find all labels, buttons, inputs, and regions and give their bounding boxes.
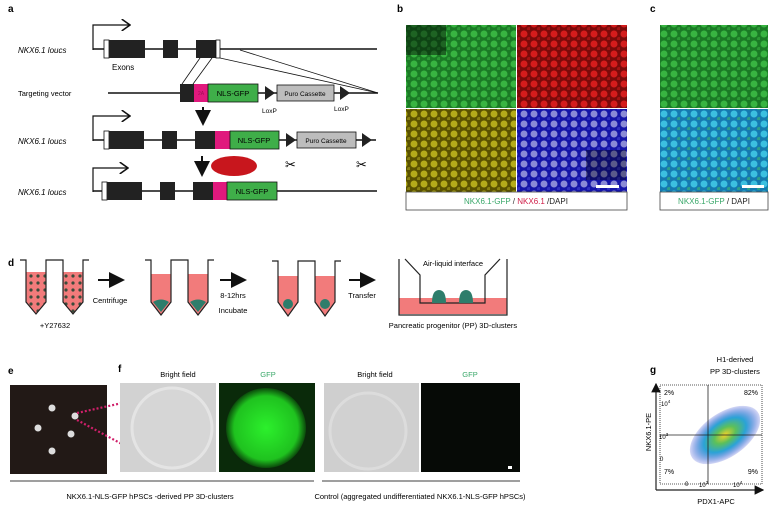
panel-c: c NKX6.1-GFP / DAPI (650, 4, 769, 211)
incubate-label: Incubate (219, 306, 248, 315)
x-tick: 104 (733, 480, 743, 489)
micrograph-dapi-merge (517, 109, 627, 192)
micrograph-nkx61 (517, 25, 627, 108)
puro-cassette-label: Puro Cassette (305, 138, 347, 145)
x-axis-label: PDX1-APC (697, 497, 735, 506)
facs-title-2: PP 3D-clusters (710, 367, 760, 376)
micrograph-gfp (406, 25, 516, 108)
caption-control: Control (aggregated undifferentiated NKX… (314, 492, 526, 501)
panel-label-e: e (8, 366, 14, 377)
y-axis-label: NKX6.1-PE (644, 413, 653, 451)
panel-f: f Bright field GFP Bright field GFP NKX6… (10, 364, 526, 501)
2a-label: 2A (198, 91, 205, 97)
quadrant-lr: 9% (748, 469, 758, 476)
scale-bar (508, 466, 512, 469)
pp-clusters-label: Pancreatic progenitor (PP) 3D-clusters (389, 321, 518, 330)
nls-gfp-label: NLS-GFP (238, 136, 271, 145)
panel-e: e (8, 366, 149, 474)
nls-gfp-label: NLS-GFP (217, 89, 250, 98)
loxp-label: LoxP (334, 106, 349, 113)
loxp-triangle-icon (340, 86, 350, 100)
quadrant-ll: 7% (664, 469, 674, 476)
facs-title-1: H1-derived (717, 355, 754, 364)
y27632-label: +Y27632 (40, 321, 70, 330)
y-tick: 104 (661, 399, 671, 408)
tubes-aggregated (272, 260, 341, 318)
2a-box (194, 84, 208, 102)
micrograph-gfp-dapi (660, 109, 768, 192)
transwell-insert (398, 258, 508, 316)
panel-g: g H1-derived PP 3D-clusters 2% 82% 7% 9%… (644, 355, 765, 506)
panel-label-c: c (650, 4, 656, 15)
y-tick: 0 (660, 457, 664, 463)
panel-label-f: f (118, 364, 122, 375)
caption-b: NKX6.1-GFP / NKX6.1 /DAPI (464, 197, 568, 206)
promoter-arrow-icon (92, 116, 130, 141)
panel-label-a: a (8, 4, 14, 15)
loxp-triangle-icon (265, 86, 275, 100)
panel-a: a NKX6.1 loucs Exons Targeting vector 2A… (8, 4, 379, 201)
targeting-vector-label: Targeting vector (18, 89, 72, 98)
control-gfp-image (421, 383, 520, 472)
locus-label-1: NKX6.1 loucs (18, 46, 66, 55)
nls-gfp-label: NLS-GFP (236, 187, 269, 196)
scissors-icon: ✂ (285, 157, 296, 172)
quadrant-ur: 82% (744, 390, 758, 397)
scissors-icon: ✂ (356, 157, 367, 172)
dish-photo (10, 385, 107, 474)
promoter-arrow-icon (92, 25, 130, 50)
exon-1 (109, 40, 145, 58)
panel-b: b NKX6.1-GFP / NKX6.1 /DAPI (397, 4, 628, 211)
scale-bar (742, 185, 764, 188)
exon-2 (163, 40, 178, 58)
cre-recombinase-icon (211, 156, 257, 176)
promoter-arrow-icon (92, 168, 128, 192)
caption-c: NKX6.1-GFP / DAPI (678, 197, 750, 206)
x-tick: 103 (699, 480, 709, 489)
gfp-label: GFP (260, 370, 275, 379)
quadrant-ul: 2% (664, 390, 674, 397)
hours-label: 8-12hrs (220, 291, 246, 300)
micrograph-gfp (660, 25, 768, 108)
tubes-cells-suspended (20, 259, 89, 315)
bright-field-label: Bright field (160, 370, 195, 379)
bright-field-label: Bright field (357, 370, 392, 379)
y-tick: 103 (659, 432, 669, 441)
exons-label: Exons (112, 63, 134, 72)
x-tick: 0 (685, 482, 689, 488)
locus-label-3: NKX6.1 loucs (18, 188, 66, 197)
panel-label-b: b (397, 4, 403, 15)
gfp-label: GFP (462, 370, 477, 379)
micrograph-merge (406, 109, 516, 192)
tubes-centrifuged (145, 259, 214, 316)
panel-label-g: g (650, 365, 656, 376)
exon-3 (196, 40, 216, 58)
transfer-label: Transfer (348, 291, 376, 300)
puro-cassette-label: Puro Cassette (284, 91, 326, 98)
panel-d: d +Y27632 Centrifuge 8-12hrs Incubate Tr… (8, 258, 517, 330)
caption-derived-clusters: NKX6.1-NLS-GFP hPSCs -derived PP 3D-clus… (66, 492, 234, 501)
air-liquid-label: Air-liquid interface (423, 259, 483, 268)
scale-bar (596, 185, 619, 188)
panel-label-d: d (8, 258, 14, 269)
centrifuge-label: Centrifuge (93, 296, 128, 305)
loxp-label: LoxP (262, 108, 277, 115)
locus-label-2: NKX6.1 loucs (18, 137, 66, 146)
